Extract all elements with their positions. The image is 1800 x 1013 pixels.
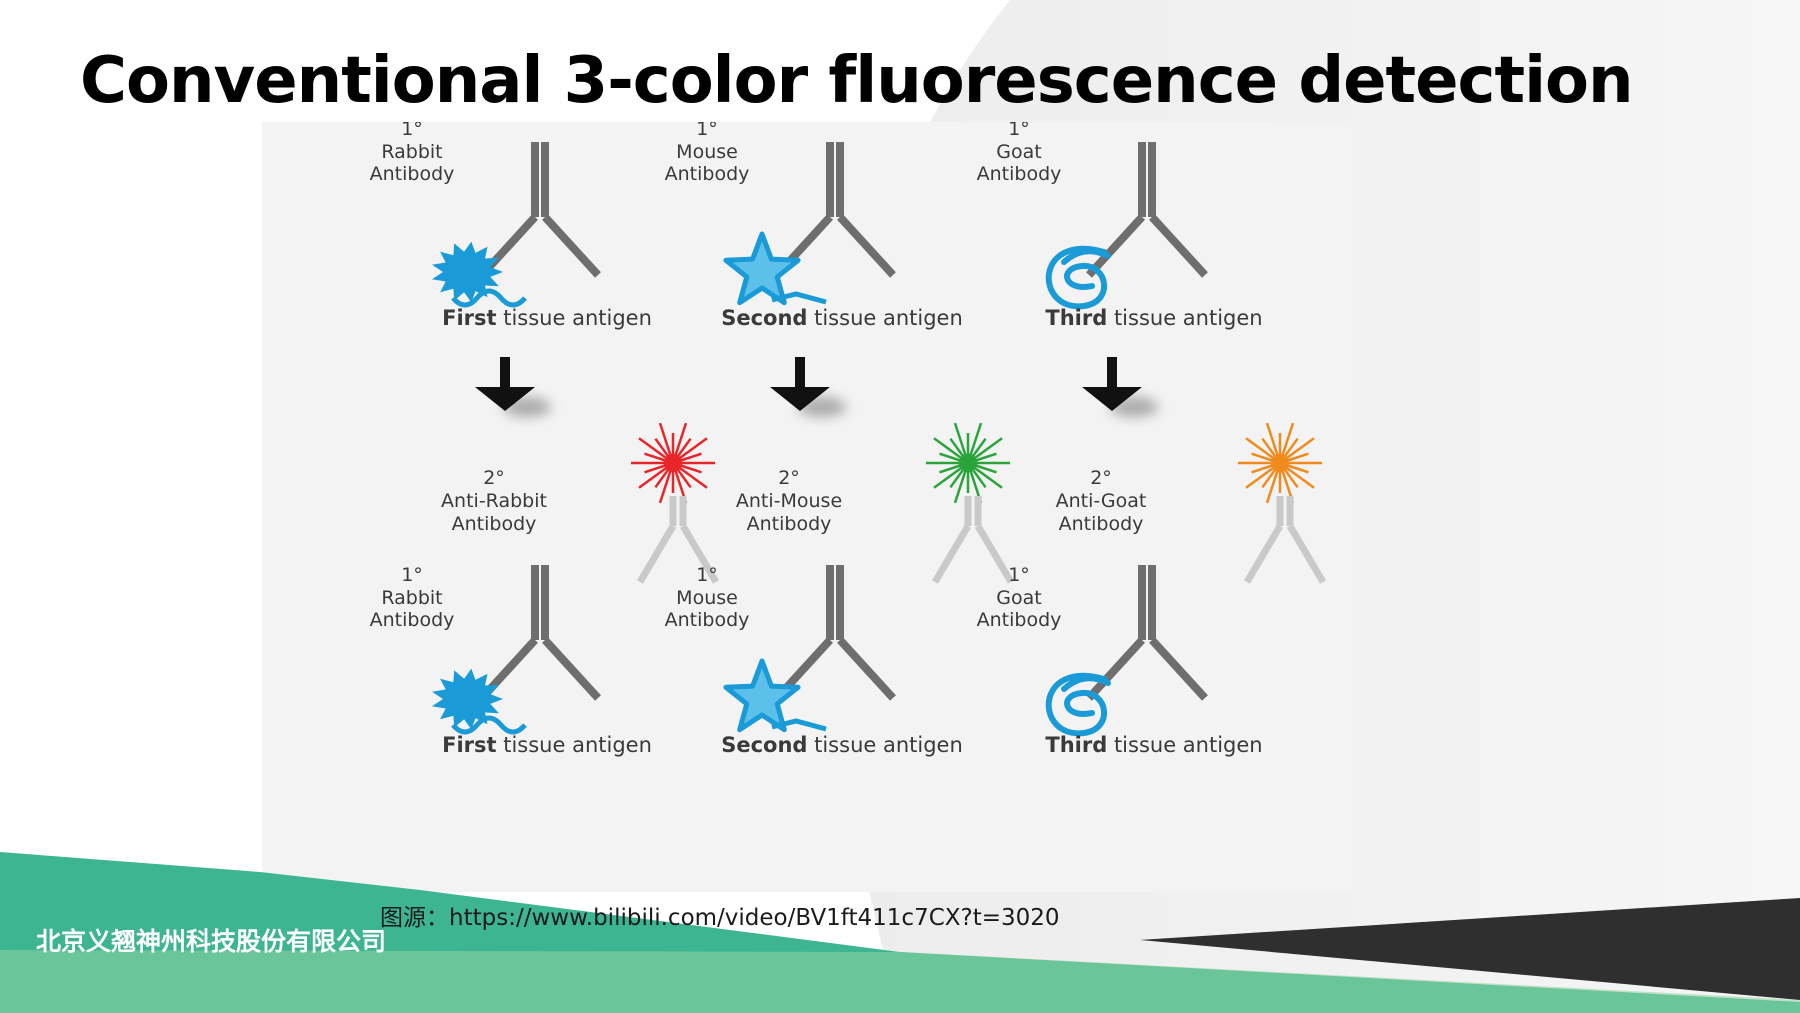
antigen-blob <box>432 668 527 735</box>
primary-label-word: Antibody <box>665 609 750 631</box>
antigen-caption: Third tissue antigen <box>1045 306 1262 330</box>
antigen-caption-bold: Third <box>1045 306 1107 330</box>
secondary-label-name: Anti-Goat <box>1056 490 1147 512</box>
antigen-blob <box>432 241 527 308</box>
fluorophore-burst <box>926 422 1010 504</box>
antigen-caption-rest: tissue antigen <box>1107 306 1262 330</box>
primary-antibody <box>1086 142 1208 278</box>
antigen-caption-rest: tissue antigen <box>1107 733 1262 757</box>
primary-label-mark: 1° <box>1008 122 1030 140</box>
primary-label-word: Antibody <box>665 163 750 185</box>
antigen-caption: First tissue antigen <box>442 733 652 757</box>
primary-label-word: Antibody <box>977 163 1062 185</box>
antigen-caption-bold: Second <box>721 306 807 330</box>
primary-label-host: Rabbit <box>381 587 442 609</box>
antigen-star <box>723 658 827 733</box>
antigen-caption: First tissue antigen <box>442 306 652 330</box>
antigen-caption-bold: Third <box>1045 733 1107 757</box>
primary-label-host: Goat <box>996 587 1041 609</box>
antigen-caption-rest: tissue antigen <box>807 306 962 330</box>
primary-label-word: Antibody <box>370 163 455 185</box>
primary-antibody <box>1086 565 1208 701</box>
primary-label-mark: 1° <box>696 122 718 140</box>
antigen-caption: Second tissue antigen <box>721 306 963 330</box>
secondary-label-mark: 2° <box>1090 467 1112 489</box>
antigen-caption-rest: tissue antigen <box>807 733 962 757</box>
secondary-label-word: Antibody <box>747 513 832 535</box>
secondary-antibody <box>1243 496 1327 584</box>
secondary-label-mark: 2° <box>778 467 800 489</box>
antigen-caption: Second tissue antigen <box>721 733 963 757</box>
secondary-label-name: Anti-Mouse <box>736 490 842 512</box>
down-arrow <box>1082 357 1158 417</box>
down-arrow <box>475 357 551 417</box>
primary-label-host: Mouse <box>676 141 738 163</box>
primary-label-host: Goat <box>996 141 1041 163</box>
footer-dark-wedge <box>1140 898 1800 1000</box>
antigen-caption-rest: tissue antigen <box>497 733 652 757</box>
primary-label-mark: 1° <box>696 564 718 586</box>
primary-label-host: Mouse <box>676 587 738 609</box>
footer-band <box>0 852 1800 1013</box>
down-arrow <box>770 357 846 417</box>
image-source-caption: 图源：https://www.bilibili.com/video/BV1ft4… <box>380 905 1060 931</box>
secondary-antibody <box>931 496 1015 584</box>
antigen-caption-bold: First <box>442 306 496 330</box>
primary-label-mark: 1° <box>401 122 423 140</box>
antigen-swirl <box>1045 672 1111 737</box>
primary-label-host: Rabbit <box>381 141 442 163</box>
company-name: 北京义翘神州科技股份有限公司 <box>36 927 387 956</box>
secondary-label-name: Anti-Rabbit <box>441 490 547 512</box>
slide-title: Conventional 3-color fluorescence detect… <box>80 44 1634 118</box>
secondary-antibody <box>636 496 720 584</box>
antigen-caption: Third tissue antigen <box>1045 733 1262 757</box>
antigen-star <box>723 231 827 306</box>
diagram-panel-bg <box>262 122 1352 892</box>
primary-label-mark: 1° <box>401 564 423 586</box>
secondary-label-word: Antibody <box>1059 513 1144 535</box>
antigen-caption-bold: Second <box>721 733 807 757</box>
fluorophore-burst <box>1238 422 1322 504</box>
primary-label-mark: 1° <box>1008 564 1030 586</box>
primary-label-word: Antibody <box>370 609 455 631</box>
footer-light-stripe <box>0 950 1800 1013</box>
secondary-label-word: Antibody <box>452 513 537 535</box>
antigen-swirl <box>1045 245 1111 310</box>
antigen-caption-rest: tissue antigen <box>497 306 652 330</box>
secondary-label-mark: 2° <box>483 467 505 489</box>
primary-label-word: Antibody <box>977 609 1062 631</box>
antigen-caption-bold: First <box>442 733 496 757</box>
